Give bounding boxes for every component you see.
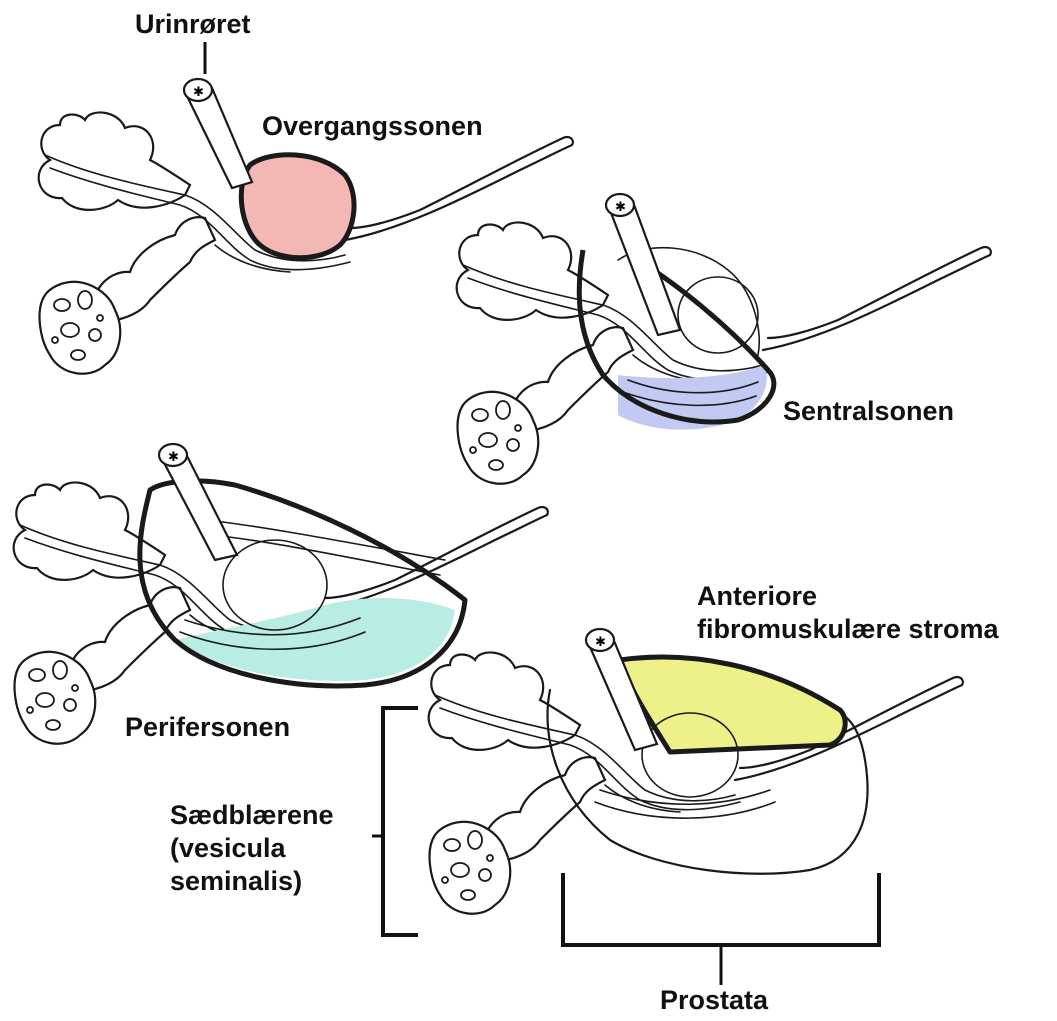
panel-central-zone: ✱: [457, 194, 991, 484]
label-transition-zone: Overgangssonen: [262, 110, 483, 143]
urethra-tube: [185, 88, 252, 188]
label-anterior-stroma-line2: fibromuskulære stroma: [697, 613, 999, 646]
svg-text:✱: ✱: [168, 450, 179, 465]
label-seminal-line1: Sædblærene: [170, 799, 334, 832]
label-seminal-vesicles: Sædblærene (vesicula seminalis): [170, 799, 334, 898]
panel-anterior-stroma: ✱: [429, 629, 963, 914]
label-central-zone: Sentralsonen: [783, 395, 954, 428]
label-seminal-line2: (vesicula: [170, 832, 334, 865]
label-seminal-line3: seminalis): [170, 865, 334, 898]
label-peripheral-zone: Perifersonen: [125, 711, 290, 744]
svg-text:✱: ✱: [595, 635, 606, 650]
svg-text:✱: ✱: [615, 200, 626, 215]
seminal-vesicle-bracket: [383, 708, 418, 935]
label-prostate: Prostata: [660, 984, 768, 1017]
prostate-bracket: [563, 873, 879, 945]
svg-text:✱: ✱: [193, 85, 204, 100]
label-anterior-stroma: Anteriore fibromuskulære stroma: [697, 580, 999, 646]
label-urethra: Urinrøret: [135, 8, 251, 41]
peripheral-zone-region: [175, 598, 455, 681]
label-anterior-stroma-line1: Anteriore: [697, 580, 999, 613]
